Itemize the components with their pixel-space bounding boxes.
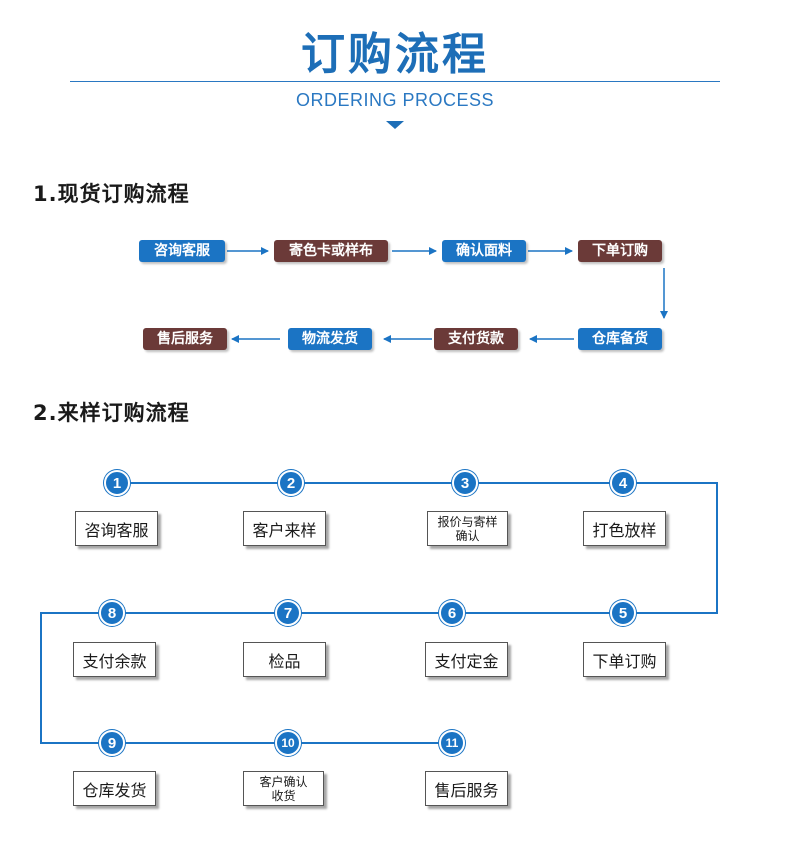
section1-heading: 1.现货订购流程 bbox=[33, 182, 190, 206]
flow2-step-4: 打色放样 bbox=[583, 511, 666, 546]
step-number-11: 11 bbox=[439, 730, 465, 756]
flow2-step-2: 客户来样 bbox=[243, 511, 326, 546]
flow2-step-6: 支付定金 bbox=[425, 642, 508, 677]
step-number-7: 7 bbox=[275, 600, 301, 626]
step-number-8: 8 bbox=[99, 600, 125, 626]
flow1-step-6: 支付货款 bbox=[434, 328, 518, 350]
flow1-step-3: 确认面料 bbox=[442, 240, 526, 262]
page-subtitle: ORDERING PROCESS bbox=[295, 90, 495, 110]
flow1-step-4: 下单订购 bbox=[578, 240, 662, 262]
flow2-step-1: 咨询客服 bbox=[75, 511, 158, 546]
step-number-5: 5 bbox=[610, 600, 636, 626]
flow2-step-9: 仓库发货 bbox=[73, 771, 156, 806]
flow2-step-7: 检品 bbox=[243, 642, 326, 677]
page-title: 订购流程 bbox=[301, 29, 489, 80]
step-number-6: 6 bbox=[439, 600, 465, 626]
down-triangle-icon bbox=[386, 121, 404, 129]
flow1-step-2: 寄色卡或样布 bbox=[274, 240, 388, 262]
flow1-step-1: 咨询客服 bbox=[139, 240, 225, 262]
flow2-step-3: 报价与寄样 确认 bbox=[427, 511, 508, 546]
step-number-9: 9 bbox=[99, 730, 125, 756]
flow2-step-11: 售后服务 bbox=[425, 771, 508, 806]
flow2-step-8: 支付余款 bbox=[73, 642, 156, 677]
title-divider bbox=[70, 81, 720, 82]
flow1-step-5: 仓库备货 bbox=[578, 328, 662, 350]
step-number-3: 3 bbox=[452, 470, 478, 496]
step-number-1: 1 bbox=[104, 470, 130, 496]
flow1-step-7: 物流发货 bbox=[288, 328, 372, 350]
flow2-step-10: 客户确认 收货 bbox=[243, 771, 324, 806]
step-number-2: 2 bbox=[278, 470, 304, 496]
flow1-step-8: 售后服务 bbox=[143, 328, 227, 350]
section2-heading: 2.来样订购流程 bbox=[33, 401, 190, 425]
step-number-10: 10 bbox=[275, 730, 301, 756]
flow2-step-5: 下单订购 bbox=[583, 642, 666, 677]
step-number-4: 4 bbox=[610, 470, 636, 496]
